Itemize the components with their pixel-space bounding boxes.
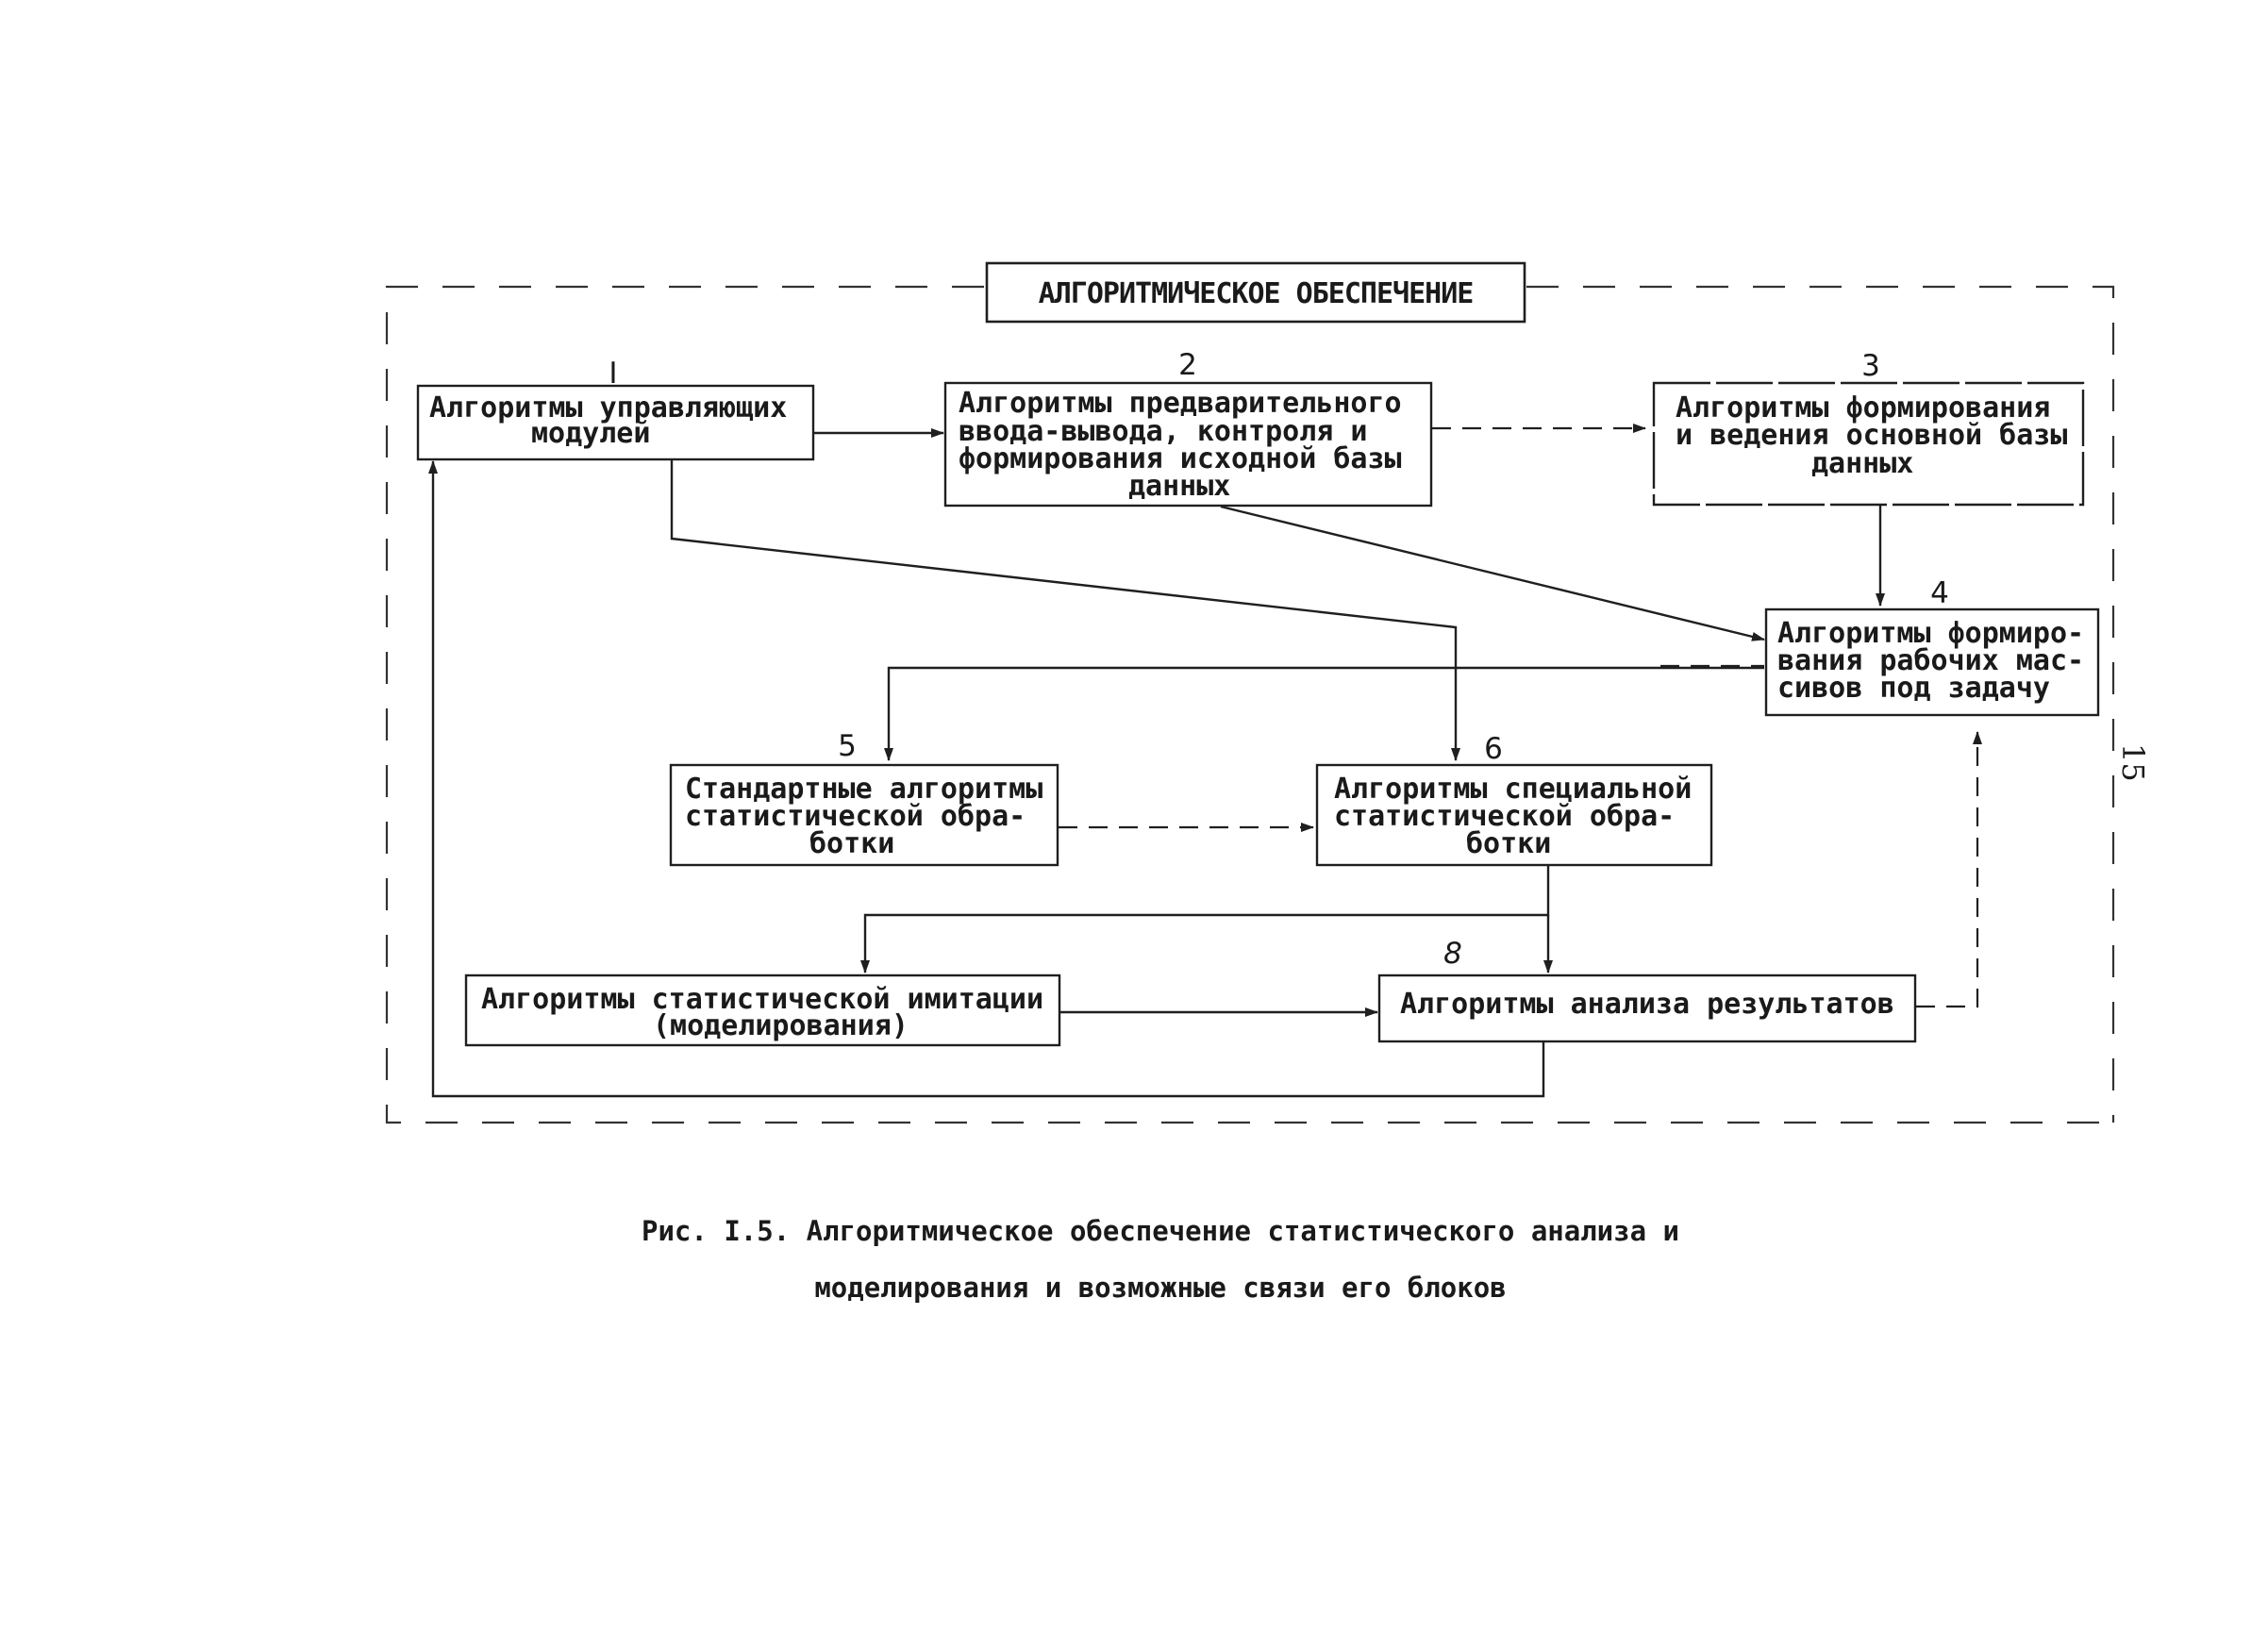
block-text-line: Алгоритмы специальной: [1334, 773, 1692, 806]
page-number: 15: [2115, 743, 2151, 782]
block-text-line: статистической обра-: [685, 800, 1026, 833]
title-text: АЛГОРИТМИЧЕСКОЕ ОБЕСПЕЧЕНИЕ: [1039, 277, 1474, 310]
block-text-line: (моделирования): [653, 1009, 909, 1042]
block-text-line: Алгоритмы формиро-: [1777, 617, 2084, 650]
block-text-line: данных: [1128, 470, 1230, 503]
arrow-8-to-4: [1916, 731, 1982, 1008]
block-frame: [1377, 974, 1917, 1043]
block-text-line: ботки: [809, 827, 894, 860]
block-number: I: [609, 357, 617, 391]
block-work-arrays: 4 Алгоритмы формиро- вания рабочих мас- …: [1764, 576, 2100, 717]
block-number: 6: [1484, 732, 1503, 766]
connectors: [428, 424, 1982, 1098]
block-text-line: Алгоритмы формирования: [1676, 391, 2050, 424]
block-special-stat: 6 Алгоритмы специальной статистической о…: [1315, 732, 1713, 867]
block-text-line: модулей: [531, 417, 650, 450]
block-frame: [1764, 607, 2100, 717]
arrow-6-to-7: [860, 866, 1550, 974]
block-text-line: Алгоритмы анализа результатов: [1400, 988, 1894, 1021]
block-number: 8: [1443, 937, 1462, 971]
block-main-database: 3 Алгоритмы формирования и ведения основ…: [1652, 349, 2085, 507]
block-frame: [669, 763, 1059, 867]
arrow-8-to-1: [428, 460, 1545, 1098]
block-text-line: Стандартные алгоритмы: [685, 773, 1042, 806]
block-control-modules: I Алгоритмы управляющих модулей: [416, 357, 815, 461]
block-frame: [1315, 763, 1713, 867]
block-text-line: и ведения основной базы: [1676, 419, 2067, 452]
arrow-2-to-4: [1220, 505, 1765, 641]
block-text-line: данных: [1811, 447, 1913, 480]
block-text-line: сивов под задачу: [1777, 672, 2050, 705]
outer-frame: [385, 285, 2115, 1124]
block-text-line: формирования исходной базы: [959, 442, 1402, 475]
arrow-1-to-6: [670, 460, 1460, 761]
title-frame: [985, 261, 1526, 324]
block-text-line: ботки: [1466, 827, 1551, 860]
block-preliminary-io: 2 Алгоритмы предварительного ввода-вывод…: [943, 348, 1433, 508]
block-stat-simulation: Алгоритмы статистической имитации (модел…: [464, 974, 1061, 1047]
block-number: 4: [1930, 576, 1949, 610]
arrow-4-to-5: [884, 666, 1764, 761]
diagram-title: АЛГОРИТМИЧЕСКОЕ ОБЕСПЕЧЕНИЕ: [985, 261, 1526, 324]
figure-caption-line-2: моделирования и возможные связи его блок…: [814, 1272, 1507, 1304]
block-number: 3: [1861, 349, 1880, 383]
block-text-line: ввода-вывода, контроля и: [959, 415, 1367, 448]
figure-caption-line-1: Рис. I.5. Алгоритмическое обеспечение ст…: [642, 1215, 1679, 1247]
block-text-line: Алгоритмы статистической имитации: [481, 983, 1043, 1016]
block-frame: [416, 384, 815, 461]
block-text-line: вания рабочих мас-: [1777, 644, 2084, 677]
block-frame: [1652, 381, 2085, 507]
block-text-line: Алгоритмы управляющих: [429, 391, 787, 424]
block-text-line: Алгоритмы предварительного: [959, 387, 1402, 420]
block-text-line: статистической обра-: [1334, 800, 1675, 833]
block-results-analysis: 8 Алгоритмы анализа результатов: [1377, 937, 1917, 1043]
block-number: 2: [1178, 348, 1197, 382]
block-frame: [943, 381, 1433, 508]
block-number: 5: [838, 729, 857, 763]
block-standard-stat: 5 Стандартные алгоритмы статистической о…: [669, 729, 1059, 867]
block-frame: [464, 974, 1061, 1047]
